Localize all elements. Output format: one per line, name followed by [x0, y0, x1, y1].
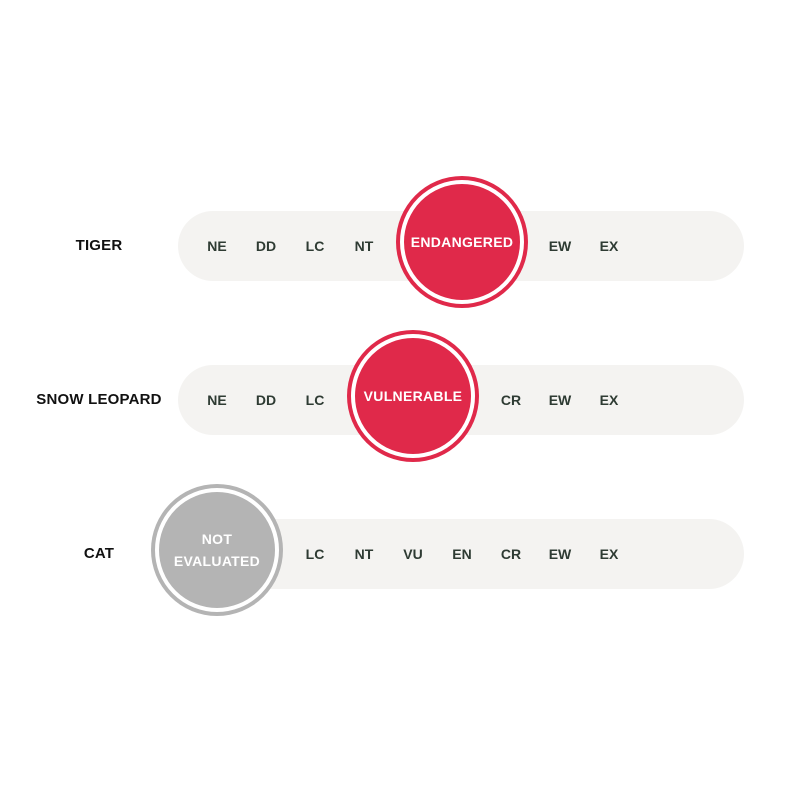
status-code-lc: LC	[305, 392, 325, 408]
status-badge: VULNERABLE	[351, 334, 475, 458]
status-code-nt: NT	[354, 546, 374, 562]
status-code-ex: EX	[599, 238, 619, 254]
status-code-dd: DD	[255, 392, 277, 408]
status-code-ex: EX	[599, 392, 619, 408]
status-code-dd: DD	[255, 238, 277, 254]
status-badge-label: ENDANGERED	[410, 234, 514, 250]
status-code-ew: EW	[548, 546, 572, 562]
status-code-ex: EX	[599, 546, 619, 562]
status-code-cr: CR	[500, 392, 522, 408]
status-code-lc: LC	[305, 546, 325, 562]
status-code-lc: LC	[305, 238, 325, 254]
status-code-ne: NE	[207, 392, 227, 408]
status-code-ne: NE	[207, 238, 227, 254]
status-code-ew: EW	[548, 392, 572, 408]
species-row-snow-leopard: SNOW LEOPARD NEDDLCNTENCREWEXVULNERABLE	[0, 330, 800, 470]
status-badge: ENDANGERED	[400, 180, 524, 304]
status-code-vu: VU	[403, 546, 423, 562]
status-code-cr: CR	[500, 546, 522, 562]
species-row-tiger: TIGER NEDDLCNTVUCREWEXENDANGERED	[0, 176, 800, 316]
species-label: TIGER	[75, 237, 123, 254]
status-badge-label: NOT EVALUATED	[173, 531, 261, 569]
status-badge-label: VULNERABLE	[363, 388, 463, 404]
species-label: SNOW LEOPARD	[36, 391, 162, 408]
status-code-nt: NT	[354, 238, 374, 254]
status-badge: NOT EVALUATED	[155, 488, 279, 612]
species-label: CAT	[83, 545, 115, 562]
species-row-cat: CAT DDLCNTVUENCREWEXNOT EVALUATED	[0, 484, 800, 624]
status-code-en: EN	[452, 546, 472, 562]
status-code-ew: EW	[548, 238, 572, 254]
